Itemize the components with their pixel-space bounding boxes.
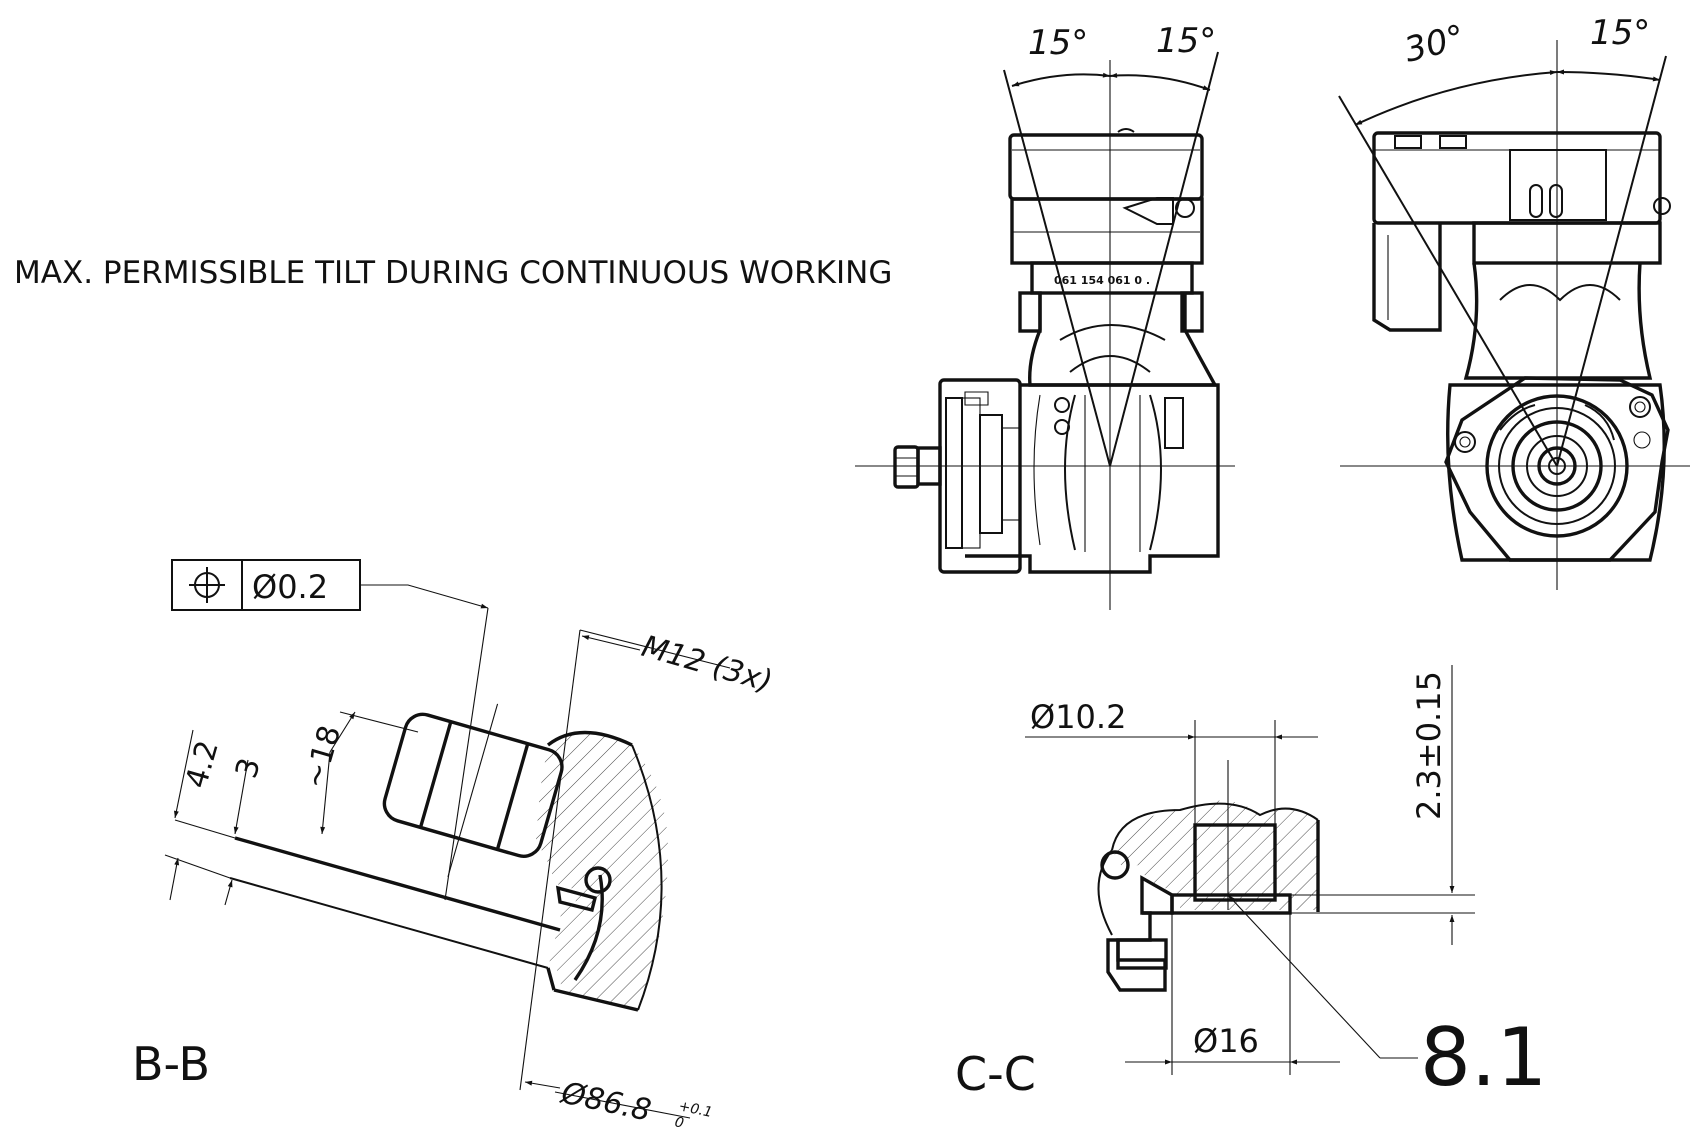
side-valve-block <box>1372 223 1442 332</box>
part-number-marking: 061 154 061 0 . <box>1054 274 1150 287</box>
cc-break-line <box>1111 802 1319 851</box>
diameter-tol-lower: 0 <box>673 1114 685 1132</box>
threaded-insert <box>382 703 564 878</box>
side-cylinder-body <box>1463 262 1653 380</box>
position-tolerance-value: Ø0.2 <box>252 568 328 606</box>
tilt-front-left-angle: 15° <box>1028 23 1088 63</box>
tolerance-leader <box>360 584 489 609</box>
tilt-right-line <box>1109 51 1219 467</box>
front-view: 061 154 061 0 . <box>855 21 1235 610</box>
wall-break-line <box>546 730 633 747</box>
side-tilt-arc-left <box>1354 70 1558 126</box>
thread-callout: M12 (3x) <box>638 629 776 700</box>
position-tolerance-frame: Ø0.2 <box>171 559 361 611</box>
dim-approx-18: ~18 <box>297 722 348 793</box>
diameter-86-8: Ø86.8 <box>556 1075 654 1128</box>
drive-flange <box>938 378 1022 574</box>
section-b-b-label: B-B <box>132 1037 210 1091</box>
mating-surface-bottom <box>229 877 549 969</box>
diameter-10-2: Ø10.2 <box>1030 698 1126 736</box>
finish-leader <box>1227 894 1381 1059</box>
side-crankcase <box>1446 383 1666 562</box>
mating-surface-top <box>234 836 561 932</box>
o-ring-b <box>584 866 612 894</box>
o-ring-c <box>1100 850 1130 880</box>
tilt-heading: MAX. PERMISSIBLE TILT DURING CONTINUOUS … <box>14 255 892 291</box>
side-view: 30° 15° <box>1338 13 1690 590</box>
cylinder-body <box>1028 293 1218 387</box>
tilt-arc-right <box>1109 73 1211 91</box>
side-cylinder-head <box>1372 131 1671 265</box>
section-b-b: Ø0.2 <box>132 559 776 1132</box>
finish-8-1: 8.1 <box>1420 1011 1547 1104</box>
tilt-arc-left <box>1011 72 1111 87</box>
diameter-16: Ø16 <box>1193 1022 1259 1060</box>
tilt-side-right-angle: 15° <box>1590 13 1650 53</box>
side-tilt-right-line <box>1556 55 1667 467</box>
nameplate-band: 061 154 061 0 . <box>1030 261 1194 295</box>
dim-3: 3 <box>229 754 268 782</box>
shaft-nut <box>893 445 942 489</box>
tilt-front-right-angle: 15° <box>1156 21 1216 61</box>
crankcase <box>965 383 1220 574</box>
cylinder-head <box>1008 128 1204 265</box>
section-c-c-label: C-C <box>955 1047 1036 1101</box>
tilt-side-left-angle: 30° <box>1401 17 1469 70</box>
side-drive-hub <box>1485 394 1629 538</box>
depth-2-3: 2.3±0.15 <box>1410 671 1448 820</box>
section-c-c: Ø10.2 Ø16 2.3±0.15 8.1 C-C <box>955 665 1547 1104</box>
dim-4-2: 4.2 <box>179 737 226 793</box>
diameter-tol-upper: +0.1 <box>677 1098 714 1121</box>
side-tilt-left-line <box>1338 95 1558 467</box>
cc-bore <box>1193 823 1277 902</box>
side-flange-plate <box>1444 376 1670 562</box>
side-tilt-arc-right <box>1556 69 1661 82</box>
tilt-left-line <box>1003 69 1111 467</box>
valve-fitting <box>1122 197 1174 225</box>
